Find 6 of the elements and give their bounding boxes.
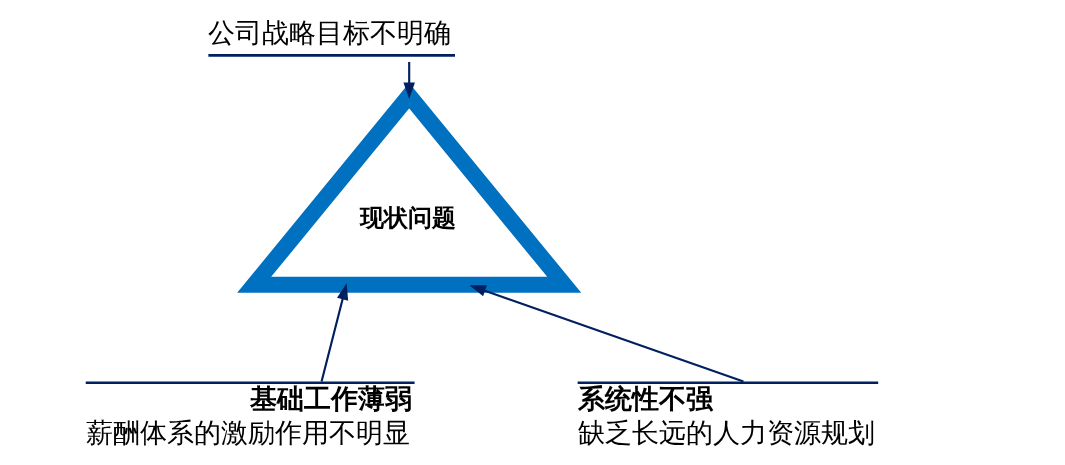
arrow [403,62,415,99]
arrow [320,283,349,382]
arrow [469,285,744,383]
node-text: 基础工作薄弱 薪酬体系的激励作用不明显 [85,383,413,449]
node-text: 系统性不强 缺乏长远的人力资源规划 [577,383,875,449]
node-text: 公司战略目标不明确 [208,16,452,48]
